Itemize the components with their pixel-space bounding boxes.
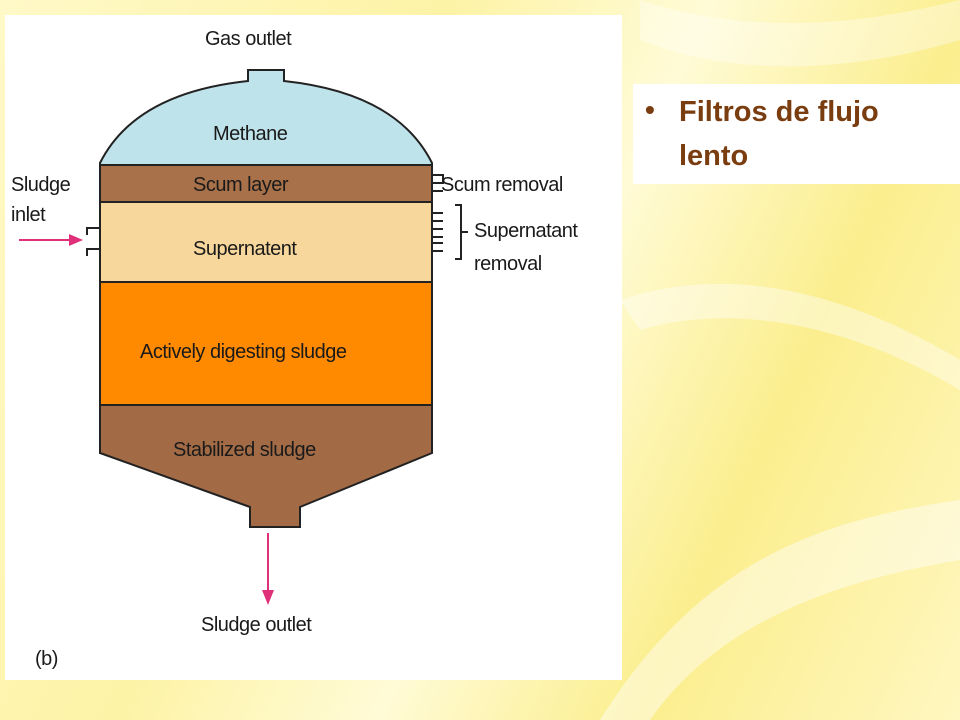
digester-diagram: Gas outlet Methane Scum layer Scum remov… (5, 15, 622, 680)
supernatant-removal-label-line1: Supernatant (474, 220, 578, 242)
stabilized-sludge-label: Stabilized sludge (173, 439, 316, 461)
supernatant-bracket (455, 204, 468, 260)
bullet-list: • Filtros de flujo lento (633, 84, 960, 184)
supernatent-label: Supernatent (193, 238, 297, 260)
scum-layer-label: Scum layer (193, 174, 289, 196)
bullet-marker: • (645, 94, 655, 125)
supernatant-removal-pipes (432, 212, 443, 252)
sludge-inlet-label-line1: Sludge (11, 174, 71, 196)
actively-digesting-label: Actively digesting sludge (140, 341, 347, 363)
methane-label: Methane (213, 123, 288, 145)
gas-outlet-label: Gas outlet (205, 28, 292, 50)
sludge-outlet-label: Sludge outlet (201, 614, 312, 636)
scum-removal-pipe (432, 174, 444, 192)
supernatant-removal-label-line2: removal (474, 253, 542, 275)
sludge-inlet-pipe (86, 227, 100, 256)
scum-removal-label: Scum removal (441, 174, 563, 196)
sludge-inlet-label-line2: inlet (11, 204, 46, 226)
sludge-outlet-arrow (262, 533, 274, 605)
sludge-inlet-arrow (19, 234, 83, 246)
actively-digesting-zone (99, 281, 433, 406)
stabilized-sludge-zone (99, 404, 433, 528)
panel-tag-label: (b) (35, 648, 58, 670)
methane-zone (99, 69, 433, 166)
bullet-item-text: Filtros de flujo lento (679, 96, 879, 172)
